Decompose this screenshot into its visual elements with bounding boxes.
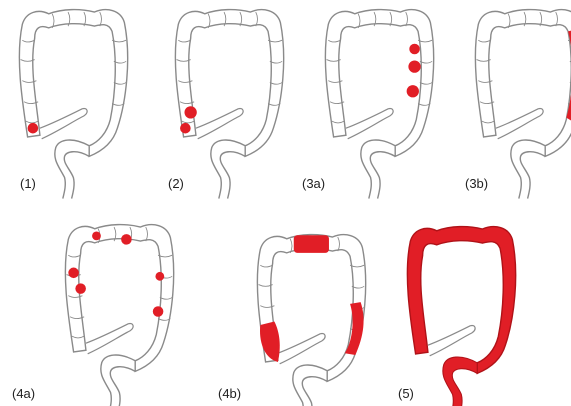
lesion-transverse-left [92,231,101,240]
lesion-transverse-colon [294,235,329,253]
lesion-descending-mid [408,60,420,72]
panel-label-5: (5) [398,386,414,401]
panel-1-diagram [19,10,127,199]
lesion-descending-upper [409,44,420,55]
panel-label-1: (1) [20,176,36,191]
lesion-cecum-segment [260,322,280,362]
panel-5-diagram [407,227,515,406]
panel-label-3b: (3b) [465,176,488,191]
lesion-cecum-lower [180,123,191,134]
lesion-cecum [28,123,39,134]
panel-4a-diagram [65,225,173,406]
lesion-transverse-mid [121,234,132,245]
lesion-descending-lower [153,306,164,317]
panel-3b-diagram [475,10,571,199]
panel-2-diagram [175,10,283,199]
panel-3a-diagram [325,10,433,199]
lesion-entire-colon [407,227,515,374]
panel-label-4b: (4b) [218,386,241,401]
panel-label-3a: (3a) [302,176,325,191]
lesion-descending-upper [155,272,164,281]
panel-4b-diagram [257,235,365,406]
panel-label-2: (2) [168,176,184,191]
panel-label-4a: (4a) [12,386,35,401]
lesion-descending-lower [407,85,419,97]
lesion-ascending-upper [68,268,79,279]
lesion-ascending-lower [75,283,86,294]
lesion-cecum [184,106,196,118]
